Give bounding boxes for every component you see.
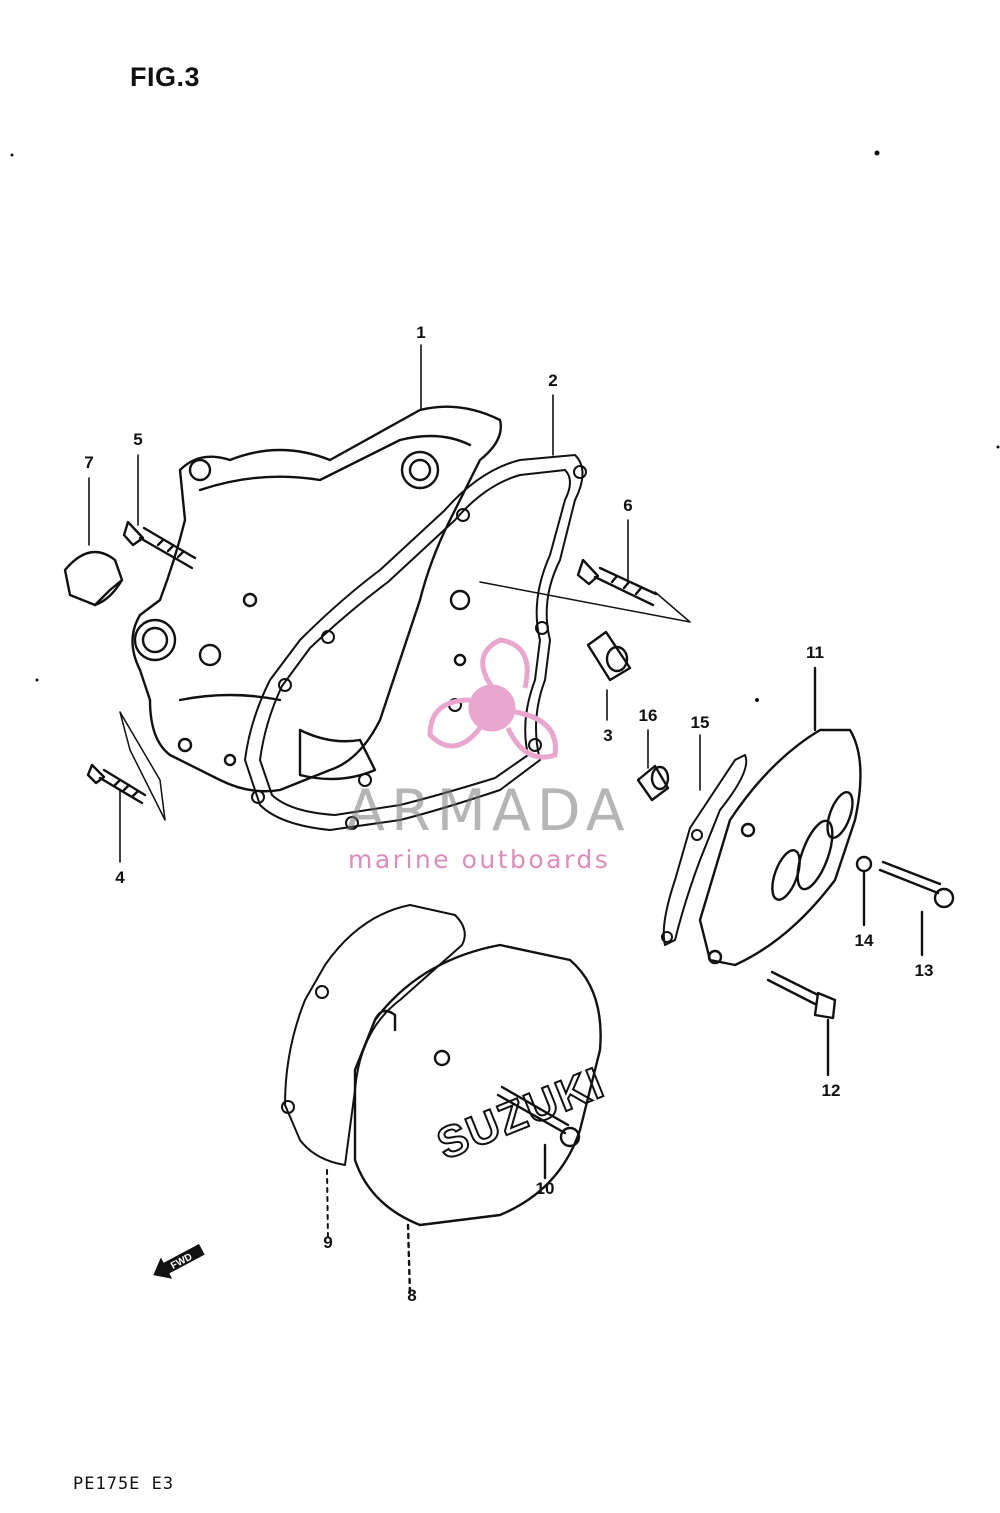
crankcase-cover-part-1 <box>131 405 502 793</box>
fwd-label: FWD <box>169 1252 194 1272</box>
gasket-part-9 <box>281 904 466 1241</box>
suzuki-stamp: SUZUKI <box>430 1058 611 1169</box>
callout-8: 8 <box>407 1286 417 1305</box>
gasket-part-2 <box>244 454 587 831</box>
leader-lines <box>88 344 701 863</box>
bolt-part-12 <box>766 970 837 1077</box>
bolt-part-13 <box>878 860 955 957</box>
callout-1: 1 <box>416 323 426 342</box>
callout-3: 3 <box>603 726 613 745</box>
model-code: PE175E E3 <box>73 1474 175 1494</box>
cover-plate-part-11 <box>698 666 862 967</box>
bolt-part-5 <box>122 520 197 570</box>
callout-15: 15 <box>690 713 710 732</box>
scan-speckles <box>10 150 1000 702</box>
callout-11: 11 <box>806 643 824 662</box>
dowel-part-16 <box>636 764 670 802</box>
callout-2: 2 <box>548 371 558 390</box>
watermark-brand: ARMADA <box>346 778 631 844</box>
callout-4: 4 <box>115 868 125 887</box>
callout-7: 7 <box>84 453 94 472</box>
dowel-part-3 <box>586 630 632 682</box>
watermark-tagline: marine outboards <box>348 845 611 874</box>
clutch-cover-part-8 <box>353 943 602 1297</box>
bolt-part-4 <box>86 711 166 821</box>
washer-part-14 <box>855 855 873 927</box>
bolt-part-6 <box>479 558 691 623</box>
callout-16: 16 <box>638 706 658 725</box>
callout-9: 9 <box>323 1233 333 1252</box>
figure-title: FIG.3 <box>130 62 201 92</box>
oil-cap-part-7 <box>63 550 124 607</box>
callout-6: 6 <box>623 496 633 515</box>
callout-13: 13 <box>914 961 934 980</box>
callout-12: 12 <box>821 1081 841 1100</box>
plate-gasket-part-15 <box>661 754 748 946</box>
callout-5: 5 <box>133 430 143 449</box>
callout-10: 10 <box>535 1179 555 1198</box>
callout-14: 14 <box>854 931 874 950</box>
armada-logo-icon <box>427 637 558 760</box>
fwd-arrow-icon: FWD <box>153 1244 205 1279</box>
screw-part-10 <box>496 1085 581 1180</box>
